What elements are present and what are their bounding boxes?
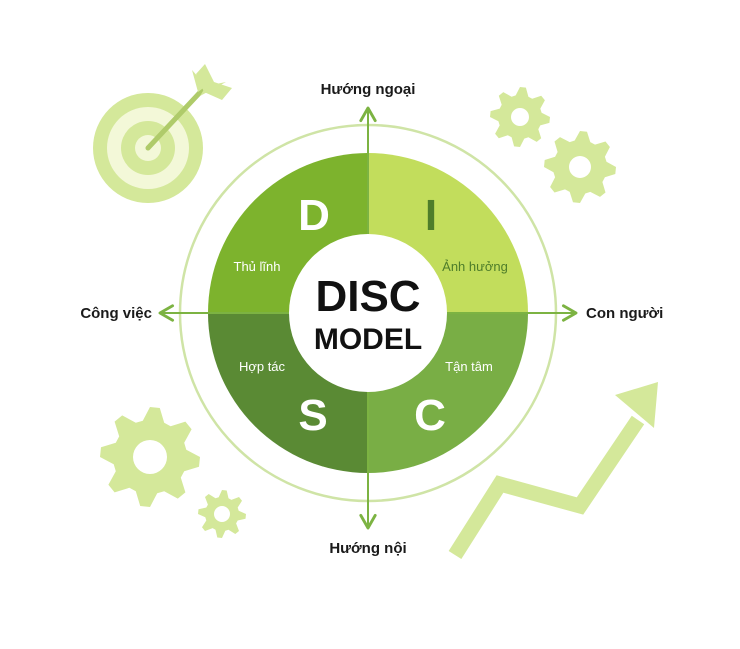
label-s: Hợp tác xyxy=(239,359,286,374)
gear-icons xyxy=(100,87,616,538)
axis-label-right: Con người xyxy=(586,305,663,322)
gear-icon xyxy=(490,87,550,147)
letter-d: D xyxy=(298,191,330,240)
center-title-disc: DISC xyxy=(315,272,420,321)
label-i: Ảnh hưởng xyxy=(442,259,508,274)
axis-label-top: Hướng ngoại xyxy=(321,81,416,98)
gear-icon xyxy=(100,407,200,507)
target-icon xyxy=(93,64,232,203)
center-circle xyxy=(289,234,447,392)
label-d: Thủ lĩnh xyxy=(234,259,281,274)
axis-label-bottom: Hướng nội xyxy=(329,540,406,557)
letter-c: C xyxy=(414,391,446,440)
gear-icon xyxy=(198,490,246,538)
trend-arrow-icon xyxy=(448,382,658,560)
axis-label-left: Công việc xyxy=(80,305,152,322)
label-c: Tận tâm xyxy=(445,359,493,374)
center-title-model: MODEL xyxy=(314,323,422,356)
letter-i: I xyxy=(425,191,437,240)
letter-s: S xyxy=(298,391,327,440)
gear-icon xyxy=(544,131,616,203)
